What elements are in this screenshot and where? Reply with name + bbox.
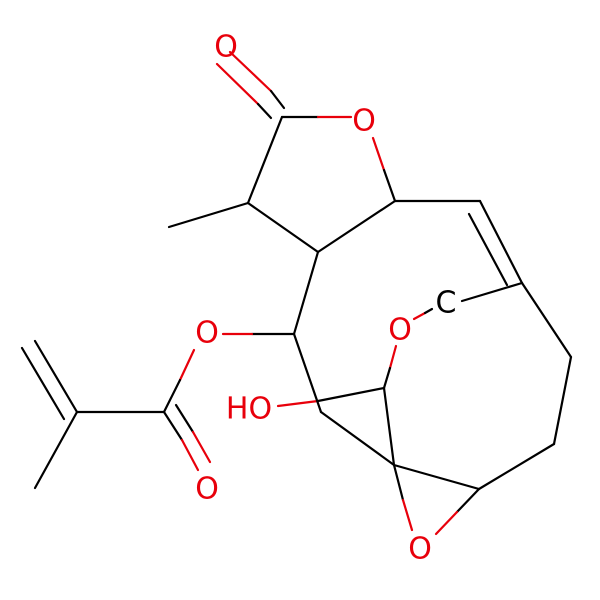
bond: [180, 438, 200, 472]
bond: [20, 346, 66, 421]
bond: [467, 212, 509, 287]
bond: [246, 115, 284, 205]
bond: [392, 463, 481, 491]
bond: [382, 168, 397, 203]
bond: [215, 62, 260, 106]
bond: [552, 355, 573, 446]
bond: [382, 366, 392, 390]
bond: [520, 281, 573, 359]
bond: [228, 50, 273, 93]
bond: [276, 399, 320, 408]
bond: [256, 102, 273, 120]
bond: [401, 498, 414, 532]
bond: [178, 348, 196, 382]
bond: [162, 410, 184, 442]
bond: [460, 281, 524, 303]
bond: [316, 386, 386, 403]
bond: [412, 311, 427, 321]
bond: [392, 463, 405, 502]
bond: [33, 410, 79, 490]
epoxide-oxygen-label: O: [408, 532, 432, 567]
bond: [246, 201, 320, 254]
carbonyl-oxygen-label: O: [214, 30, 238, 65]
ether-carbon-label: C: [436, 286, 457, 321]
bond: [455, 487, 481, 514]
bond: [191, 430, 212, 464]
ether-oxygen-label: O: [388, 313, 412, 348]
atom-labels: O O O O C HO O O: [195, 30, 456, 567]
bond: [382, 386, 396, 467]
bond: [319, 410, 396, 467]
bonds: [20, 50, 573, 536]
bond: [33, 339, 79, 414]
bond: [477, 442, 556, 491]
bond: [292, 250, 320, 336]
ester-carbonyl-oxygen-label: O: [195, 472, 219, 507]
bond: [162, 378, 182, 414]
bond: [174, 403, 195, 434]
bond: [292, 332, 323, 414]
bond: [269, 89, 286, 110]
bond: [478, 199, 524, 285]
bond: [316, 199, 397, 254]
bond: [434, 510, 459, 536]
bond: [371, 136, 386, 172]
hydroxyl-label: HO: [226, 392, 272, 427]
bond: [423, 307, 434, 315]
bond: [388, 344, 398, 370]
bond: [167, 201, 250, 229]
ester-oxygen-label: O: [195, 316, 219, 351]
lactone-oxygen-label: O: [352, 104, 376, 139]
